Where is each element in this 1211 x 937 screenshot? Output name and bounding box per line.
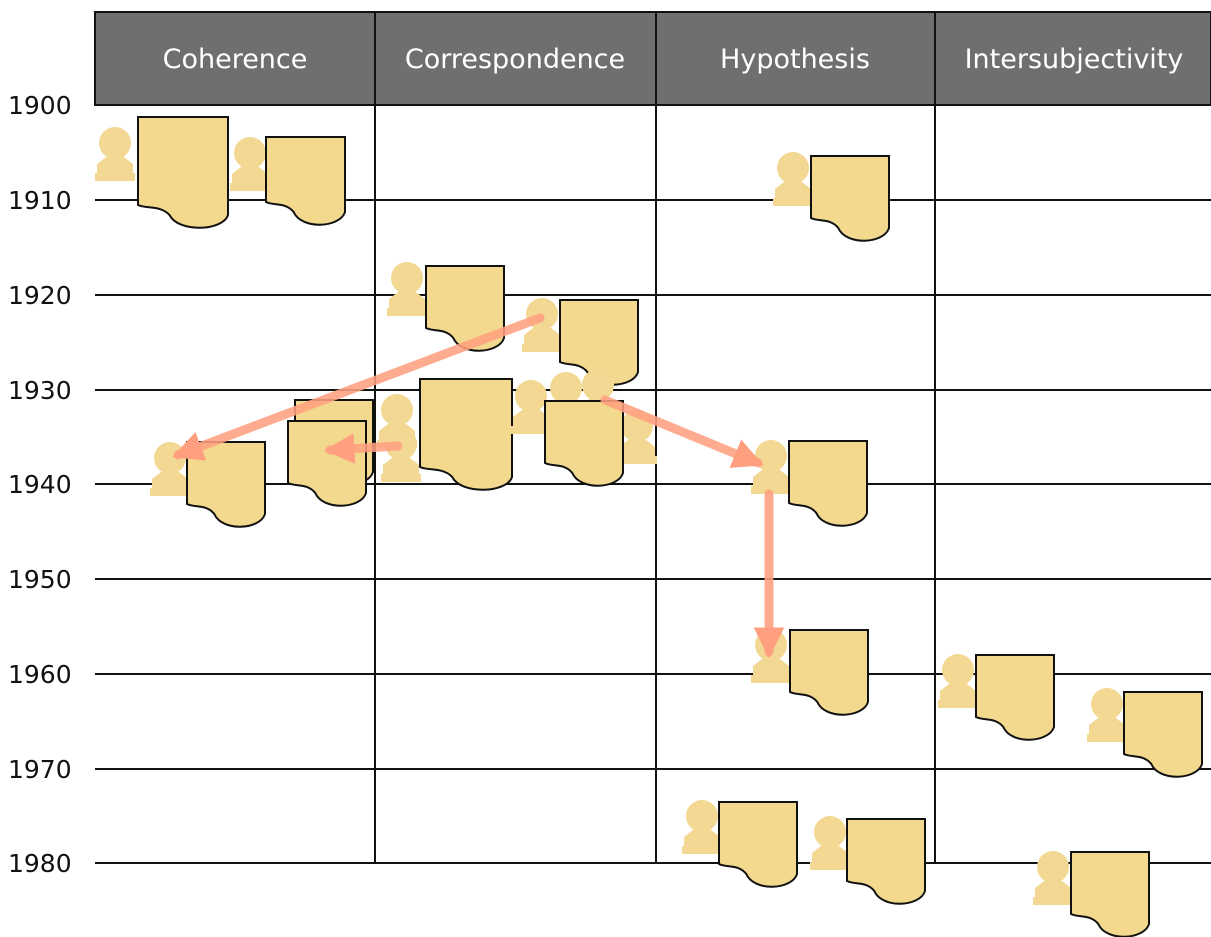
document-icon <box>137 116 229 229</box>
icons-layer <box>95 116 1203 937</box>
document-icon <box>1070 851 1150 937</box>
column-header-correspondence: Correspondence <box>405 44 625 75</box>
document-icon <box>788 440 868 527</box>
person-icon <box>1033 851 1073 905</box>
column-header-intersubjectivity: Intersubjectivity <box>965 44 1184 75</box>
person-icon <box>773 152 813 206</box>
arrow-correspondence-to-coherence <box>172 313 545 461</box>
document-icon <box>287 420 367 507</box>
document-icon <box>265 136 346 226</box>
arrow-correspondence-to-hypothesis <box>600 395 764 468</box>
document-icon <box>419 378 513 491</box>
document-icon <box>789 629 869 716</box>
document-icon <box>810 155 890 242</box>
document-icon <box>846 818 926 905</box>
year-label-1920: 1920 <box>8 281 72 310</box>
year-label-1940: 1940 <box>8 470 72 499</box>
arrow-correspondence-to-coherence-short <box>323 433 403 464</box>
person-icon <box>1087 688 1127 742</box>
year-label-1960: 1960 <box>8 660 72 689</box>
person-icon <box>230 137 270 191</box>
document-icon <box>975 654 1055 741</box>
column-header-coherence: Coherence <box>163 44 308 75</box>
column-headers: Coherence Correspondence Hypothesis Inte… <box>94 11 1211 106</box>
document-icon <box>544 400 624 487</box>
column-header-hypothesis: Hypothesis <box>720 44 870 75</box>
person-icon <box>938 654 978 708</box>
header-cell-coherence <box>94 11 376 106</box>
document-icon <box>718 801 798 888</box>
year-label-1950: 1950 <box>8 565 72 594</box>
document-icon <box>425 265 505 352</box>
document-icon <box>1123 691 1203 778</box>
year-label-1930: 1930 <box>8 376 72 405</box>
year-label-1980: 1980 <box>8 849 72 878</box>
person-icon <box>95 127 135 181</box>
header-cell-intersubjectivity <box>934 11 1211 106</box>
header-cell-hypothesis <box>655 11 936 106</box>
year-label-1970: 1970 <box>8 755 72 784</box>
document-icon <box>559 299 639 386</box>
influence-arrows <box>172 313 785 659</box>
document-icon <box>186 441 266 528</box>
year-label-1900: 1900 <box>8 91 72 120</box>
person-icon <box>511 380 551 434</box>
person-icon <box>810 816 850 870</box>
header-cell-correspondence <box>374 11 657 106</box>
year-labels: 1900 1910 1920 1930 1940 1950 1960 1970 … <box>8 91 72 878</box>
person-icon <box>682 800 722 854</box>
year-label-1910: 1910 <box>8 186 72 215</box>
person-icon <box>387 262 427 316</box>
